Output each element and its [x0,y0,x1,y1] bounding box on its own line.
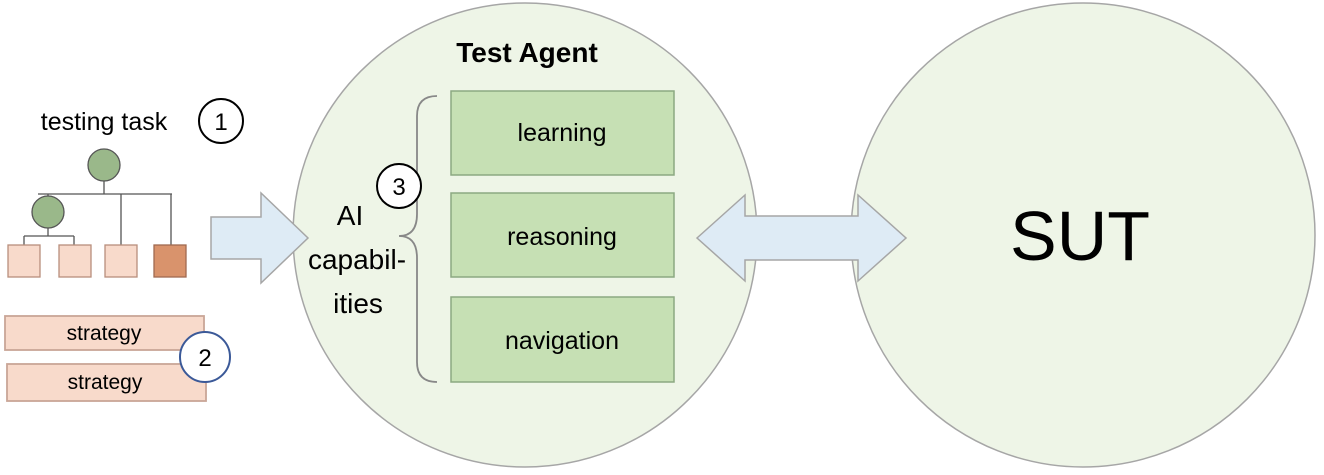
tree-leaf-highlighted [153,244,187,278]
capability-label: learning [518,119,607,147]
strategy-box-2: strategy [6,363,207,402]
task-tree-icon [7,148,187,278]
tree-leaf [58,244,92,278]
badge-2: 2 [179,331,231,383]
testing-task-label: testing task [41,108,168,136]
capability-brace [398,95,438,383]
test-agent-title: Test Agent [456,37,598,68]
strategy-label: strategy [67,322,142,345]
badge-1: 1 [198,98,244,144]
double-arrow-icon [695,193,908,283]
badge-3-label: 3 [392,174,405,201]
badge-1-label: 1 [214,109,227,136]
strategy-box-1: strategy [4,315,205,351]
tree-leaf [104,244,138,278]
tree-root-node [87,148,121,182]
ai-label-line-2: capabil- [308,244,406,275]
capability-navigation: navigation [450,296,675,383]
capability-learning: learning [450,90,675,176]
capability-reasoning: reasoning [450,192,675,278]
tree-child-node [31,195,65,229]
input-arrow-icon [210,191,310,285]
tree-leaf [7,244,41,278]
ai-label-line-3: ities [333,288,383,319]
capability-label: navigation [505,327,619,355]
sut-label: SUT [1010,197,1150,275]
badge-2-label: 2 [198,345,211,372]
strategy-label: strategy [68,371,143,394]
ai-label-line-1: AI [337,200,363,231]
badge-3: 3 [376,163,422,209]
capability-label: reasoning [507,223,617,251]
